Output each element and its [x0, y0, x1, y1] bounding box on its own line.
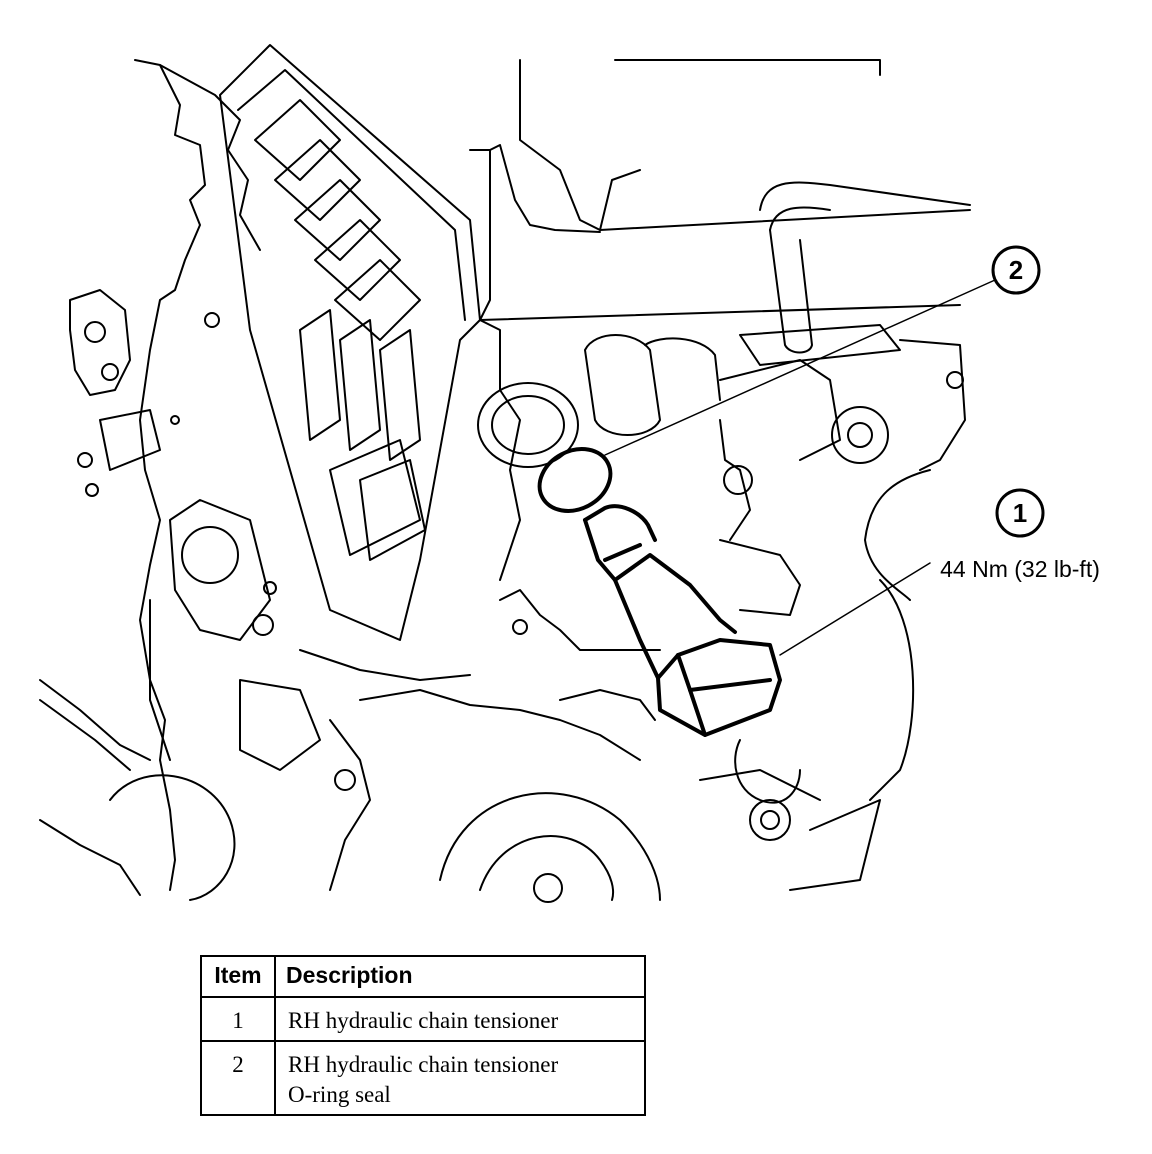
legend-row: 1 RH hydraulic chain tensioner — [200, 996, 646, 1042]
torque-spec: 44 Nm (32 lb-ft) — [940, 556, 1100, 582]
upper-engine-structure — [469, 59, 971, 366]
item-description: RH hydraulic chain tensioner O-ring seal — [274, 1040, 646, 1116]
legend-table: Item Description 1 RH hydraulic chain te… — [200, 955, 646, 1116]
description-line: RH hydraulic chain tensioner — [288, 1052, 559, 1077]
o-ring-seal — [537, 447, 613, 513]
item-number: 2 — [200, 1040, 276, 1116]
legend-row: 2 RH hydraulic chain tensioner O-ring se… — [200, 1040, 646, 1116]
callout-circle-1 — [995, 488, 1045, 538]
ribbed-cover — [204, 44, 481, 641]
description-line: RH hydraulic chain tensioner — [288, 1008, 559, 1033]
item-description: RH hydraulic chain tensioner — [274, 996, 646, 1042]
description-line: O-ring seal — [288, 1082, 391, 1107]
callout-2-number: 2 — [1009, 255, 1023, 285]
callout-circle-2 — [991, 245, 1041, 295]
hydraulic-chain-tensioner — [583, 504, 782, 737]
item-column-header: Item — [200, 955, 276, 998]
engine-front-cover-outline — [39, 59, 261, 896]
item-number: 1 — [200, 996, 276, 1042]
legend-header-row: Item Description — [200, 955, 646, 998]
callout-1-number: 1 — [1013, 498, 1027, 528]
leader-lines — [604, 279, 996, 656]
timing-cover-lower — [109, 499, 661, 903]
description-column-header: Description — [274, 955, 646, 998]
cylinder-block — [299, 319, 966, 891]
engine-line-drawing: 2 1 44 Nm (32 lb-ft) — [39, 44, 1100, 903]
